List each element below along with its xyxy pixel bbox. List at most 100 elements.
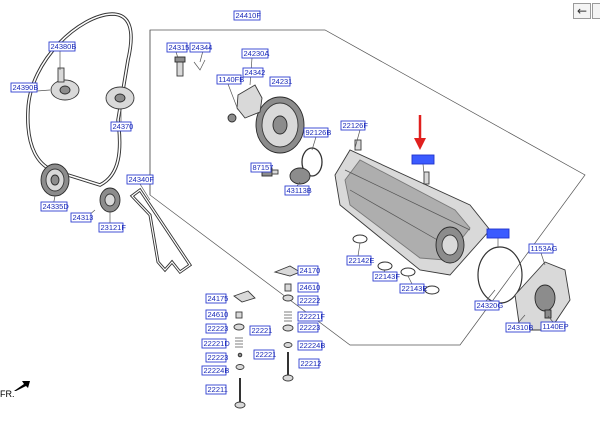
callout-24342[interactable]: 24342 xyxy=(242,67,265,78)
callout-text: 24610 xyxy=(300,283,321,292)
callout-text: 22143F xyxy=(375,272,401,281)
callout-24320g[interactable]: 24320G xyxy=(474,300,504,311)
oil-pump-sprocket xyxy=(99,187,121,213)
callout-text: 22223 xyxy=(208,324,229,333)
callout-text: 24310B xyxy=(508,323,534,332)
front-marker: FR. xyxy=(0,389,15,399)
callout-text: 22223 xyxy=(208,353,229,362)
callout-text: 22221 xyxy=(252,326,273,335)
callout-24610[interactable]: 24610 xyxy=(205,309,229,320)
callout-text: 24344 xyxy=(192,43,213,52)
callout-24313[interactable]: 24313 xyxy=(70,212,94,223)
callout-22221[interactable]: 22221 xyxy=(249,325,273,336)
callout-24310b[interactable]: 24310B xyxy=(505,322,534,333)
callout-22222[interactable]: 22222 xyxy=(297,295,321,306)
callout-text: 22212 xyxy=(301,359,322,368)
callout-22223[interactable]: 22223 xyxy=(297,322,321,333)
camshaft-assembly xyxy=(334,139,491,276)
callout-24170[interactable]: 24170 xyxy=(297,265,320,276)
cover-gasket xyxy=(477,246,523,304)
callout-highlighted[interactable] xyxy=(411,154,435,165)
callout-24340f[interactable]: 24340F xyxy=(126,174,154,185)
callout-text: 22221D xyxy=(204,339,231,348)
callout-22224b[interactable]: 22224B xyxy=(297,340,325,351)
callout-87157[interactable]: 87157 xyxy=(250,162,273,173)
callout-22211[interactable]: 22211 xyxy=(205,384,228,395)
callout-text: 23121F xyxy=(101,223,127,232)
callout-text: 24410F xyxy=(236,11,262,20)
callout-24230a[interactable]: 24230A xyxy=(241,48,270,59)
callout-text: 24313 xyxy=(73,213,94,222)
callout-text: 22126F xyxy=(343,121,369,130)
red-indicator-arrow xyxy=(414,115,426,150)
callout-text: 22222 xyxy=(300,296,321,305)
callout-24370[interactable]: 24370 xyxy=(110,121,134,132)
callout-92126b[interactable]: 92126B xyxy=(303,127,331,138)
callout-text: 22223 xyxy=(300,323,321,332)
callout-24380b[interactable]: 24380B xyxy=(48,41,77,52)
callout-22126f[interactable]: 22126F xyxy=(340,120,369,131)
callout-23121f[interactable]: 23121F xyxy=(98,222,127,233)
callout-text: 24370 xyxy=(113,122,134,131)
leader-line xyxy=(139,183,151,201)
callout-text: 22221F xyxy=(300,312,326,321)
callout-22143e[interactable]: 22143E xyxy=(399,283,428,294)
tensioner-pulley xyxy=(105,86,135,110)
callout-22223[interactable]: 22223 xyxy=(205,352,229,363)
callout-43113b[interactable]: 43113B xyxy=(284,185,312,196)
callout-highlighted[interactable] xyxy=(486,228,510,239)
callout-text: 43113B xyxy=(287,186,312,195)
leader-line xyxy=(547,315,554,323)
clip-24344 xyxy=(193,59,206,71)
callout-text: 24175 xyxy=(208,294,229,303)
callout-22143f[interactable]: 22143F xyxy=(372,271,401,282)
leader-line xyxy=(311,136,317,151)
callout-22142e[interactable]: 22142E xyxy=(346,255,375,266)
callout-text: 22143E xyxy=(402,284,428,293)
callout-1153ag[interactable]: 1153AG xyxy=(528,243,558,254)
leader-line xyxy=(407,275,413,285)
callout-text: 22211 xyxy=(208,385,228,394)
callout-text: 24231 xyxy=(272,77,293,86)
callout-24175[interactable]: 24175 xyxy=(205,293,229,304)
callout-22224b[interactable]: 22224B xyxy=(201,365,230,376)
idler-pulley xyxy=(50,67,80,101)
back-button[interactable]: ← xyxy=(573,3,591,19)
cam-sprocket xyxy=(255,96,305,154)
leader-line xyxy=(354,129,361,149)
callout-22212[interactable]: 22212 xyxy=(298,358,322,369)
callout-22221f[interactable]: 22221F xyxy=(297,311,326,322)
valvetrain-parts xyxy=(233,265,302,409)
callout-text: 24335D xyxy=(43,202,70,211)
callout-text: 24380B xyxy=(51,42,77,51)
callout-1140fb[interactable]: 1140FB xyxy=(216,74,245,85)
callout-text: 1140FB xyxy=(219,75,245,84)
callout-24610[interactable]: 24610 xyxy=(297,282,321,293)
callout-22221d[interactable]: 22221D xyxy=(201,338,231,349)
callout-24410f[interactable]: 24410F xyxy=(233,10,262,21)
callout-text: 24390B xyxy=(13,83,39,92)
callout-24315[interactable]: 24315 xyxy=(166,42,189,53)
leader-line xyxy=(485,289,496,302)
leader-line xyxy=(227,83,239,111)
leader-line xyxy=(517,314,526,324)
callout-1140ep[interactable]: 1140EP xyxy=(540,321,569,332)
assembly-frame xyxy=(149,29,586,346)
callout-text: 24320G xyxy=(477,301,504,310)
callout-text: 1153AG xyxy=(531,244,558,253)
callout-24390b[interactable]: 24390B xyxy=(10,82,39,93)
callout-text: 24610 xyxy=(208,310,229,319)
callout-22223[interactable]: 22223 xyxy=(205,323,229,334)
leader-line xyxy=(540,252,546,266)
callout-text: 22142E xyxy=(349,256,375,265)
callout-24231[interactable]: 24231 xyxy=(269,76,293,87)
callout-text: 24230A xyxy=(244,49,270,58)
callout-22221[interactable]: 22221 xyxy=(253,349,276,360)
forward-button[interactable] xyxy=(592,3,600,19)
callout-24344[interactable]: 24344 xyxy=(189,42,213,53)
bolt-24315 xyxy=(174,56,186,77)
callout-text: 22224B xyxy=(204,366,230,375)
callout-24335d[interactable]: 24335D xyxy=(40,201,70,212)
